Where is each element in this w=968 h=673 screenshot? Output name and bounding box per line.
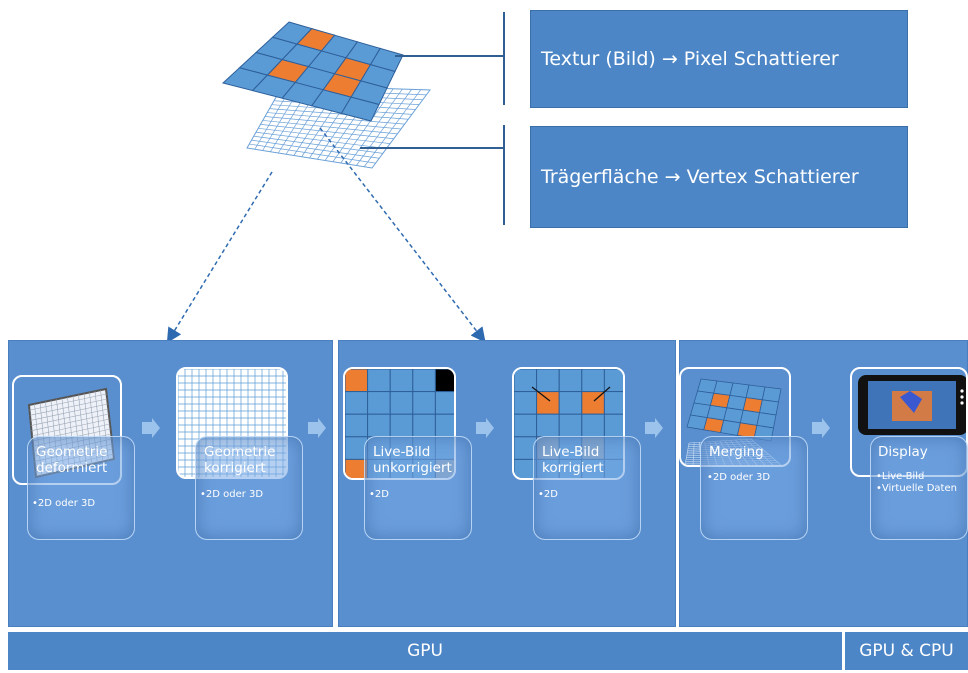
grid-cell bbox=[558, 391, 583, 415]
grid-cell bbox=[603, 369, 623, 393]
grid-cell bbox=[514, 413, 538, 438]
stage-card-5 bbox=[700, 436, 808, 540]
grid-cell bbox=[367, 413, 391, 438]
grid-cell bbox=[536, 391, 560, 415]
gpu-cpu-bar: GPU & CPU bbox=[845, 632, 968, 670]
grid-cell bbox=[389, 369, 414, 393]
grid-cell bbox=[558, 413, 583, 438]
grid-cell bbox=[514, 391, 538, 415]
grid-cell bbox=[412, 391, 436, 415]
stage-item-1: •2D oder 3D bbox=[32, 498, 96, 509]
grid-cell bbox=[434, 413, 454, 438]
gpu-bar: GPU bbox=[8, 632, 842, 670]
stage-item-4: •2D bbox=[538, 489, 558, 500]
grid-cell bbox=[345, 413, 369, 438]
chevron-right-icon bbox=[476, 418, 494, 438]
layer-illustration bbox=[166, 21, 503, 340]
grid-cell bbox=[412, 413, 436, 438]
grid-cell bbox=[603, 391, 623, 415]
texture-callout: Textur (Bild) → Pixel Schattierer bbox=[530, 10, 908, 108]
stage-title-1: Geometrie deformiert bbox=[36, 444, 108, 476]
texture-plane bbox=[221, 21, 404, 122]
chevron-right-icon bbox=[308, 418, 326, 438]
grid-cell bbox=[367, 369, 391, 393]
merge-tile bbox=[761, 386, 782, 403]
chevron-right-icon bbox=[812, 418, 830, 438]
grid-cell bbox=[581, 369, 605, 393]
stage-card-4 bbox=[533, 436, 641, 540]
merge-tile bbox=[703, 417, 725, 434]
grid-cell bbox=[434, 369, 454, 393]
callout-divider-1 bbox=[503, 12, 505, 105]
stage-item-2: •2D oder 3D bbox=[200, 489, 264, 500]
stage-card-2 bbox=[195, 436, 303, 540]
stage-title-4: Live-Bild korrigiert bbox=[542, 444, 604, 476]
chevron-right-icon bbox=[142, 418, 160, 438]
projection-arrow-left bbox=[166, 171, 273, 340]
grid-cell bbox=[536, 369, 560, 393]
grid-cell bbox=[389, 391, 414, 415]
grid-cell bbox=[345, 391, 369, 415]
merge-tile bbox=[745, 384, 766, 401]
texture-tile bbox=[340, 96, 380, 122]
grid-cell bbox=[536, 413, 560, 438]
stage-card-1 bbox=[27, 436, 135, 540]
stage-title-6: Display bbox=[878, 444, 928, 460]
carrier-callout: Trägerfläche → Vertex Schattierer bbox=[530, 126, 908, 228]
stage-item-3: •2D bbox=[369, 489, 389, 500]
grid-cell bbox=[367, 391, 391, 415]
stage-item-6a: •Live-Bild bbox=[876, 471, 925, 482]
chevron-right-icon bbox=[645, 418, 663, 438]
display-device-icon bbox=[858, 375, 966, 435]
grid-cell bbox=[558, 369, 583, 393]
stage-card-3 bbox=[364, 436, 472, 540]
projection-arrow-right bbox=[319, 127, 486, 340]
stage-item-6b: •Virtuelle Daten bbox=[876, 483, 957, 494]
stage-item-5: •2D oder 3D bbox=[707, 472, 771, 483]
grid-cell bbox=[389, 413, 414, 438]
stage-card-6 bbox=[870, 436, 968, 540]
stage-title-3: Live-Bild unkorrigiert bbox=[373, 444, 452, 476]
grid-cell bbox=[603, 413, 623, 438]
grid-cell bbox=[412, 369, 436, 393]
callout-divider-2 bbox=[503, 125, 505, 225]
stage-title-2: Geometrie korrigiert bbox=[204, 444, 276, 476]
grid-cell bbox=[581, 413, 605, 438]
grid-cell bbox=[345, 369, 369, 393]
stage-title-5: Merging bbox=[709, 444, 764, 460]
merge-tile bbox=[720, 419, 741, 436]
grid-cell bbox=[434, 391, 454, 415]
